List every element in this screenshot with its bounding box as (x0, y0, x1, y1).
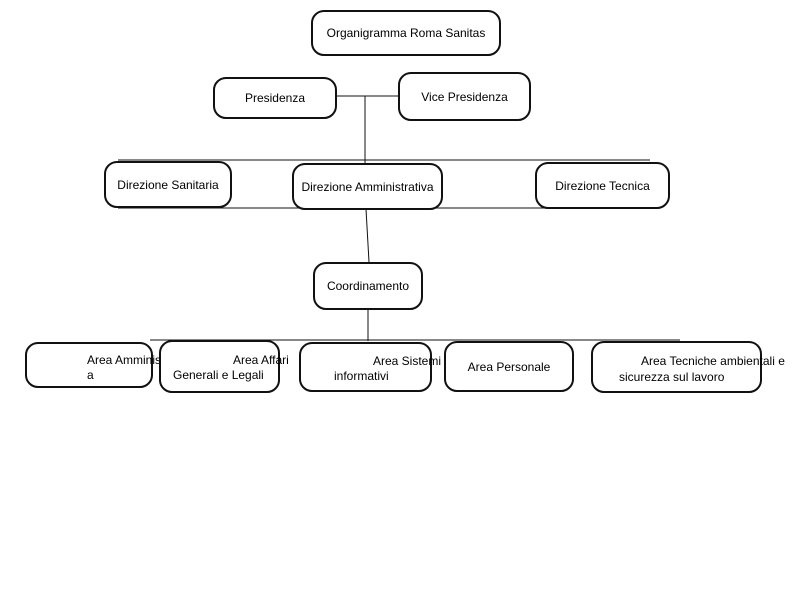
direzione-amministrativa-label: Direzione Amministrativa (301, 179, 434, 194)
direzione-sanitaria-label: Direzione Sanitaria (117, 177, 219, 192)
title-node: Organigramma Roma Sanitas (311, 10, 501, 56)
title-label: Organigramma Roma Sanitas (326, 26, 486, 40)
direzione-amministrativa-node: Direzione Amministrativa (292, 163, 443, 210)
area-amministrativa-label-line1: Area Amminis (87, 353, 162, 367)
presidenza-node: Presidenza (213, 77, 337, 119)
area-amministrativa-label-line2: a (87, 368, 94, 382)
direzione-sanitaria-node: Direzione Sanitaria (104, 161, 232, 208)
vice-presidenza-label: Vice Presidenza (421, 89, 508, 104)
area-tecniche-label-line1: Area Tecniche ambientali e (641, 354, 785, 368)
presidenza-label: Presidenza (244, 91, 306, 105)
area-tecniche-label-line2: sicurezza sul lavoro (619, 370, 725, 384)
area-personale-label: Area Personale (467, 359, 551, 374)
connector-trunk-middle (365, 208, 370, 263)
area-affari-label-line1: Area Affari (233, 353, 289, 367)
area-affari-node: Area Affari Generali e Legali (159, 340, 289, 393)
area-sistemi-node: Area Sistemi informativi (299, 342, 441, 392)
area-amministrativa-node: Area Amminis a (25, 342, 161, 388)
area-personale-node: Area Personale (444, 341, 574, 392)
coordinamento-label: Coordinamento (326, 279, 410, 293)
area-affari-label-line2: Generali e Legali (173, 368, 264, 382)
direzione-tecnica-label: Direzione Tecnica (555, 178, 650, 193)
vice-presidenza-node: Vice Presidenza (398, 72, 531, 121)
area-tecniche-node: Area Tecniche ambientali e sicurezza sul… (591, 341, 785, 393)
area-sistemi-label-line1: Area Sistemi (373, 354, 442, 368)
coordinamento-node: Coordinamento (313, 262, 423, 310)
area-sistemi-label-line2: informativi (334, 369, 389, 383)
direzione-tecnica-node: Direzione Tecnica (535, 162, 670, 209)
